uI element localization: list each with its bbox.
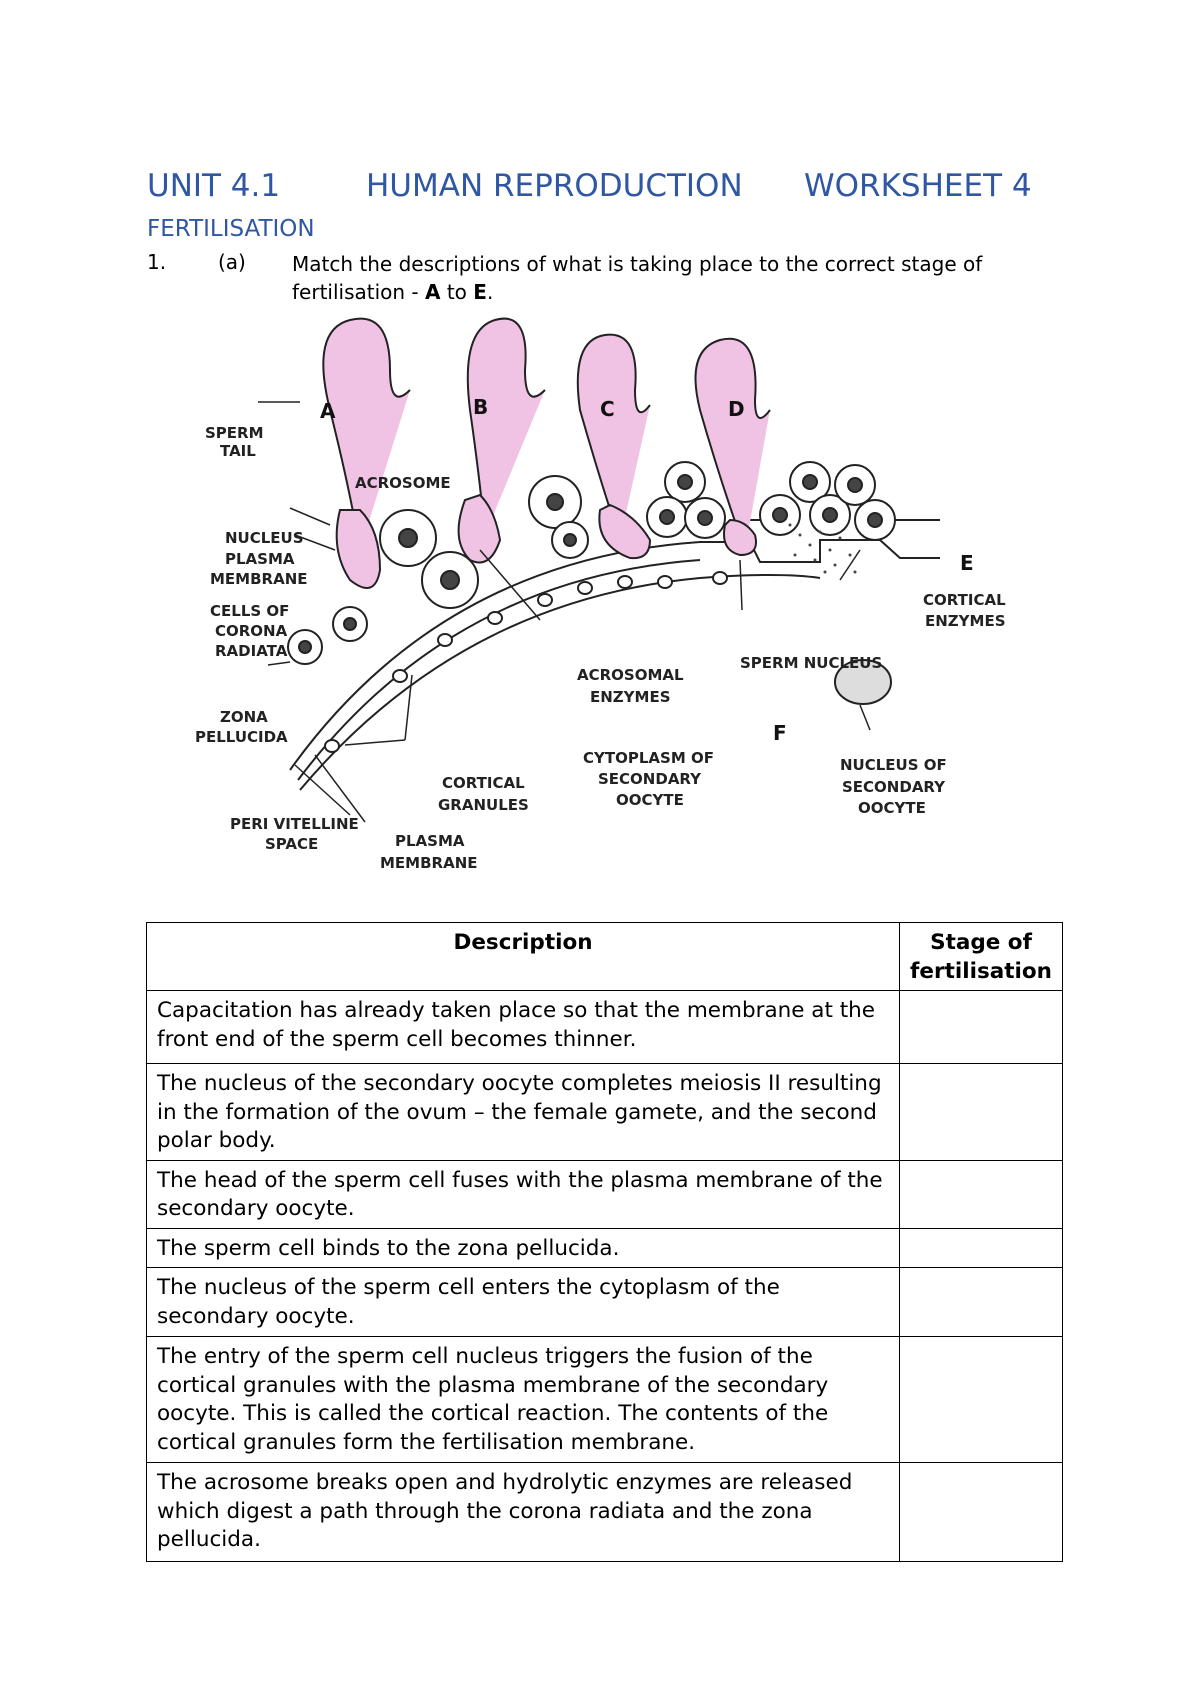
matching-table: Description Stage of fertilisation Capaci… <box>145 922 1063 1562</box>
stage-label-a: A <box>320 399 336 423</box>
sperm-cells <box>322 317 771 589</box>
question-to: E <box>473 280 487 304</box>
label-nucleus-of: NUCLEUS OF <box>840 756 947 774</box>
question-prefix: Match the descriptions of what is taking… <box>292 252 983 304</box>
stage-label-c: C <box>600 397 615 421</box>
leader-lines <box>258 401 871 823</box>
stage-label-d: D <box>728 397 745 421</box>
label-corona: CORONA <box>215 622 288 640</box>
description-cell: The entry of the sperm cell nucleus trig… <box>145 1336 901 1463</box>
table-row: The sperm cell binds to the zona pelluci… <box>145 1227 1063 1268</box>
label-sperm-nucleus: SPERM NUCLEUS <box>740 654 882 672</box>
stage-label-f: F <box>773 721 787 745</box>
label-acrosome: ACROSOME <box>355 474 451 492</box>
label-enzymes: ENZYMES <box>590 688 671 706</box>
stage-label-e: E <box>960 551 974 575</box>
description-cell: The nucleus of the sperm cell enters the… <box>145 1267 901 1337</box>
stage-answer-cell[interactable] <box>899 1063 1063 1161</box>
stage-label-b: B <box>473 395 488 419</box>
table-row: The entry of the sperm cell nucleus trig… <box>145 1336 1063 1463</box>
question-text: Match the descriptions of what is taking… <box>292 250 1012 306</box>
stage-answer-cell[interactable] <box>899 1227 1063 1268</box>
table-header-row: Description Stage of fertilisation <box>145 922 1063 991</box>
table-row: The head of the sperm cell fuses with th… <box>145 1159 1063 1229</box>
label-membrane: MEMBRANE <box>210 570 308 588</box>
label-pellucida: PELLUCIDA <box>195 728 288 746</box>
description-cell: The nucleus of the secondary oocyte comp… <box>145 1063 901 1161</box>
label-oocyte-f: OOCYTE <box>858 799 926 817</box>
label-peri-vitelline: PERI VITELLINE <box>230 815 359 833</box>
corona-cells <box>287 461 896 665</box>
label-cortical-e: CORTICAL <box>923 591 1006 609</box>
table-row: Capacitation has already taken place so … <box>145 990 1063 1064</box>
oocyte-surface <box>289 519 940 791</box>
label-zona: ZONA <box>220 708 268 726</box>
question-number: 1. <box>147 250 167 274</box>
question-part: (a) <box>218 250 246 274</box>
cortical-granules-shapes <box>324 571 728 753</box>
label-granules: GRANULES <box>438 796 529 814</box>
table-row: The acrosome breaks open and hydrolytic … <box>145 1462 1063 1562</box>
section-subtitle: FERTILISATION <box>147 216 315 242</box>
table-row: The nucleus of the sperm cell enters the… <box>145 1267 1063 1337</box>
label-membrane-b: MEMBRANE <box>380 854 478 872</box>
fertilisation-diagram: A B C D E F SPERM TAIL ACROSOME NUCLEUS … <box>195 317 1006 872</box>
label-radiata: RADIATA <box>215 642 288 660</box>
description-cell: The acrosome breaks open and hydrolytic … <box>145 1462 901 1562</box>
description-cell: Capacitation has already taken place so … <box>145 990 901 1064</box>
label-cortical: CORTICAL <box>442 774 525 792</box>
worksheet-title: UNIT 4.1 HUMAN REPRODUCTION WORKSHEET 4 <box>147 168 1077 212</box>
label-space: SPACE <box>265 835 318 853</box>
label-sperm: SPERM <box>205 424 264 442</box>
question-end: . <box>486 280 494 304</box>
table-row: The nucleus of the secondary oocyte comp… <box>145 1063 1063 1161</box>
stage-answer-cell[interactable] <box>899 1159 1063 1229</box>
label-cells-of: CELLS OF <box>210 602 289 620</box>
label-enzymes-e: ENZYMES <box>925 612 1006 630</box>
label-tail: TAIL <box>220 442 256 460</box>
stage-answer-cell[interactable] <box>899 990 1063 1064</box>
label-plasma-b: PLASMA <box>395 832 465 850</box>
worksheet-label: WORKSHEET 4 <box>804 168 1032 204</box>
label-secondary-f: SECONDARY <box>842 778 946 796</box>
unit-label: UNIT 4.1 <box>147 168 281 204</box>
stage-answer-cell[interactable] <box>899 1267 1063 1337</box>
label-secondary: SECONDARY <box>598 770 702 788</box>
label-plasma: PLASMA <box>225 550 295 568</box>
cortical-enzyme-dots <box>788 523 857 574</box>
question-from: A <box>425 280 441 304</box>
header-description: Description <box>145 922 901 991</box>
label-nucleus: NUCLEUS <box>225 529 304 547</box>
header-stage-line1: Stage of <box>930 930 1032 955</box>
stage-answer-cell[interactable] <box>899 1462 1063 1562</box>
label-oocyte: OOCYTE <box>616 791 684 809</box>
label-cytoplasm-of: CYTOPLASM OF <box>583 749 714 767</box>
stage-answer-cell[interactable] <box>899 1336 1063 1463</box>
topic-label: HUMAN REPRODUCTION <box>366 168 743 204</box>
label-acrosomal: ACROSOMAL <box>577 666 684 684</box>
oocyte-nucleus-shape <box>834 659 892 705</box>
header-stage: Stage of fertilisation <box>899 922 1063 991</box>
question-to-word: to <box>440 280 474 304</box>
header-stage-line2: fertilisation <box>910 958 1052 984</box>
description-cell: The sperm cell binds to the zona pelluci… <box>145 1227 901 1268</box>
description-cell: The head of the sperm cell fuses with th… <box>145 1159 901 1229</box>
